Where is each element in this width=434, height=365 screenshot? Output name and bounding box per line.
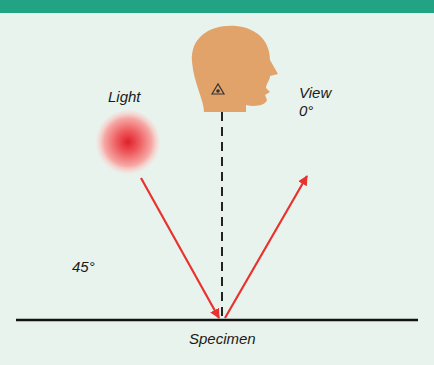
reflected-ray [225,176,307,318]
light-source [96,110,160,174]
incident-ray [141,178,219,318]
light-label: Light [108,88,141,106]
specimen-label: Specimen [189,330,256,348]
angle-label: 45° [72,258,95,276]
normal-line [221,112,223,318]
specimen-surface [16,319,418,322]
eye-symbol [212,84,224,94]
top-bar [0,0,434,13]
viewer-head [192,26,278,112]
view-label: View 0° [299,84,331,120]
